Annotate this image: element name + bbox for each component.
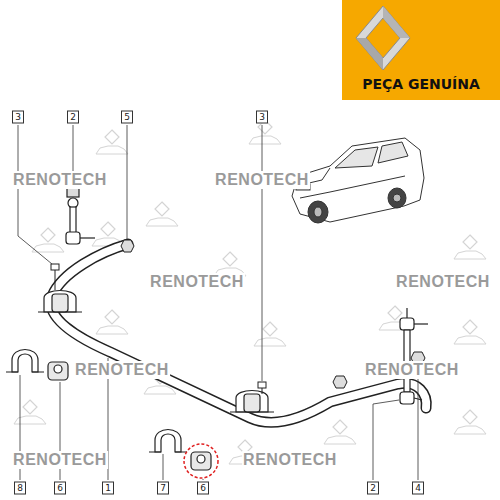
watermark-logo: [454, 235, 486, 259]
watermark-logo: [14, 400, 46, 424]
callout-number: 3: [256, 111, 268, 124]
clamp: [6, 350, 187, 453]
watermark-logo: [249, 120, 281, 144]
callout-number: 2: [67, 111, 79, 124]
watermark-logo: [146, 202, 178, 226]
watermark-logo: [454, 410, 486, 434]
watermark-logo: [324, 420, 356, 444]
watermark: RENOTECH: [12, 171, 108, 189]
callout-number: 5: [121, 111, 133, 124]
watermark: RENOTECH: [242, 451, 338, 469]
stabilizer-link: [66, 187, 95, 244]
callout-number: 2: [367, 482, 379, 495]
callout-number: 6: [197, 482, 209, 495]
callout-number: 8: [14, 482, 26, 495]
watermark: RENOTECH: [74, 361, 170, 379]
callout-number: 4: [412, 482, 424, 495]
car-illustration: [292, 138, 424, 223]
watermark: RENOTECH: [395, 273, 491, 291]
callout-number: 7: [157, 482, 169, 495]
genuine-badge: [342, 0, 500, 100]
watermark-logo: [32, 228, 64, 252]
bolt: [51, 264, 266, 394]
watermark: RENOTECH: [149, 273, 245, 291]
watermark-logo: [96, 130, 128, 154]
watermark: RENOTECH: [214, 171, 310, 189]
watermark-logo: [96, 310, 128, 334]
highlight-circle: [184, 444, 218, 478]
badge-text: PEÇA GENUÍNA: [362, 76, 480, 92]
mounted-bushing: [38, 291, 274, 413]
callout-number: 6: [54, 482, 66, 495]
watermark-logo: [254, 322, 286, 346]
callout-number: 3: [12, 111, 24, 124]
callout-number: 1: [102, 482, 114, 495]
watermark: RENOTECH: [364, 361, 460, 379]
watermark: RENOTECH: [12, 451, 108, 469]
renault-logo: [356, 6, 410, 70]
stabilizer-bar: [51, 244, 426, 422]
stabilizer-link: [400, 308, 428, 404]
watermark-logo: [454, 320, 486, 344]
